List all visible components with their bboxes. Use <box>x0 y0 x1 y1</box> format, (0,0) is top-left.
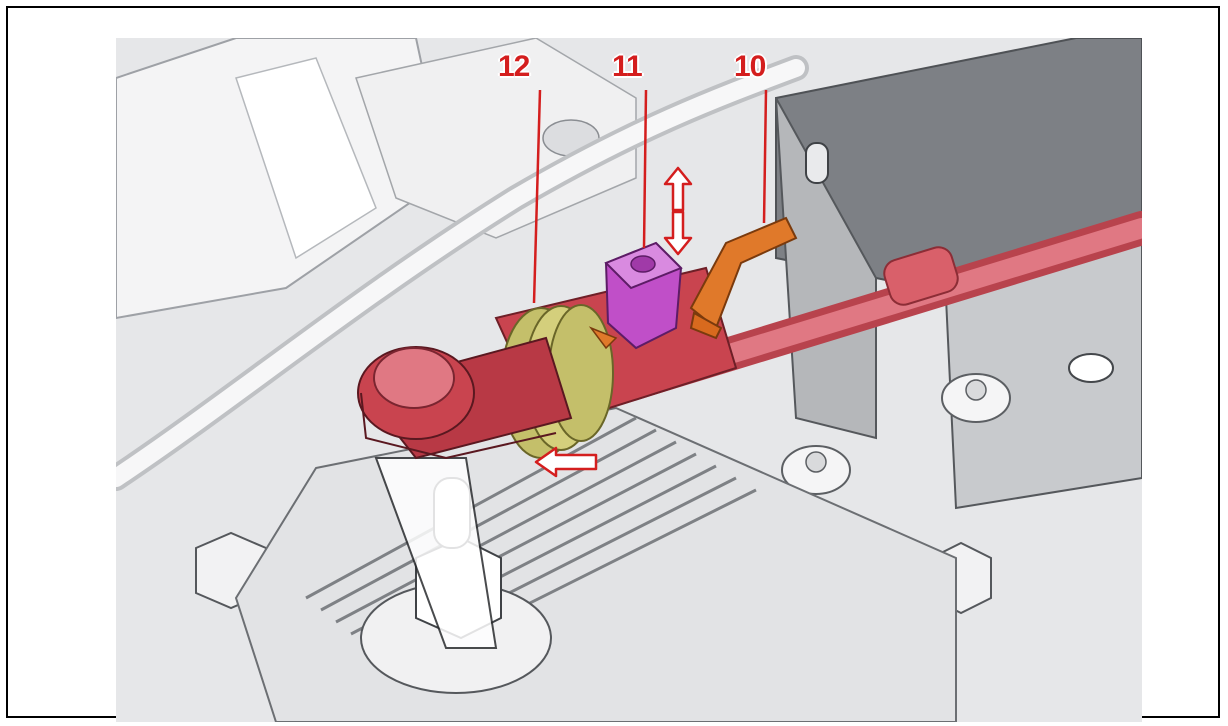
callout-11: 11 <box>612 50 643 83</box>
leader-lines <box>532 89 768 304</box>
small-latch <box>588 326 618 350</box>
bolt-center <box>781 445 851 495</box>
lock-slider <box>604 241 683 350</box>
housing-rib <box>235 57 377 260</box>
arrow-left-icon <box>534 446 598 478</box>
figure-frame: 12 11 10 <box>6 6 1220 722</box>
illustration-drawing <box>116 38 1142 722</box>
cable-sleeve <box>883 246 959 306</box>
arrow-down-icon <box>663 210 693 256</box>
release-tab <box>689 216 798 340</box>
arrow-up-icon <box>663 166 693 212</box>
upper-bracket <box>355 38 637 239</box>
slot-hole <box>805 142 829 184</box>
terminal-cap <box>357 336 573 460</box>
bolt-right <box>941 373 1011 423</box>
terminal-strap <box>374 457 498 649</box>
callout-12: 12 <box>498 50 530 83</box>
battery-terminal-illustration <box>116 38 1142 722</box>
callout-10: 10 <box>734 50 766 83</box>
